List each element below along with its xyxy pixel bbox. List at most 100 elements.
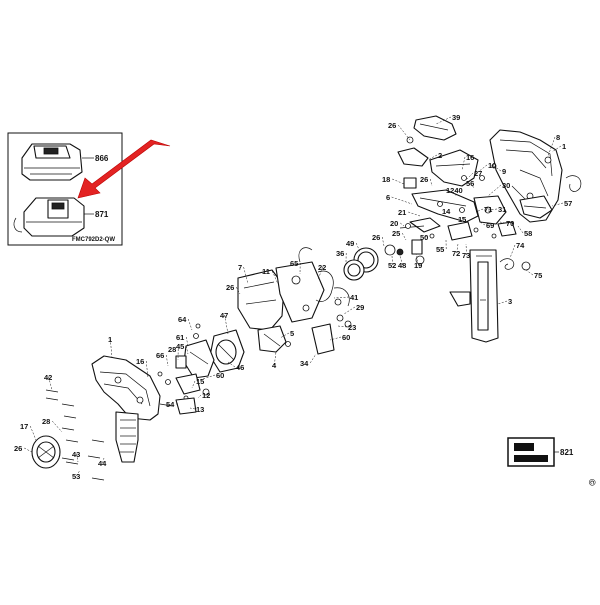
callout-leader [382, 237, 384, 246]
part-callout-44: 44 [98, 459, 107, 468]
part-callout-66: 66 [156, 351, 164, 360]
callout-leader [166, 355, 168, 366]
part-callout-15: 15 [458, 215, 466, 224]
callout-leader [430, 179, 432, 186]
callout-leader [310, 354, 316, 363]
part-callout-18: 18 [382, 175, 390, 184]
part-callout-7: 7 [238, 263, 242, 272]
part-callout-26: 26 [420, 175, 428, 184]
part-callout-74: 74 [516, 241, 525, 250]
part-callout-26: 26 [226, 283, 234, 292]
part-callout-55: 55 [436, 245, 444, 254]
part-callout-50: 50 [420, 233, 428, 242]
part-callout-57: 57 [564, 199, 572, 208]
callout-leader [198, 395, 201, 398]
part-callout-3: 3 [508, 297, 512, 306]
part-callout-61: 61 [176, 333, 184, 342]
part-callout-42: 42 [44, 373, 52, 382]
end-cap [32, 436, 60, 468]
part-callout-60: 60 [216, 371, 224, 380]
callout-leader [510, 245, 515, 258]
part-callout-29: 29 [356, 303, 364, 312]
charger-part-number: 871 [95, 210, 109, 219]
model-code: FMC792D2-QW [72, 237, 115, 243]
part-callout-64: 64 [178, 315, 187, 324]
copyright-mark: © [587, 479, 597, 486]
part-callout-47: 47 [220, 311, 228, 320]
callout-leader [402, 233, 406, 240]
part-callout-30: 30 [502, 181, 510, 190]
part-callout-5: 5 [290, 329, 294, 338]
part-callout-12: 12 [202, 391, 210, 400]
part-callout-39: 39 [452, 113, 460, 122]
part-callout-41: 41 [350, 293, 358, 302]
part-callout-8: 8 [556, 133, 560, 142]
part-callout-46: 46 [236, 363, 244, 372]
part-callout-73: 73 [462, 251, 470, 260]
callout-leader [334, 297, 349, 298]
part-callout-15: 15 [196, 377, 204, 386]
part-callout-28: 28 [168, 345, 176, 354]
part-callout-28: 28 [42, 417, 50, 426]
battery-part-number: 866 [95, 154, 109, 163]
callout-leader [518, 226, 523, 233]
part-callout-70: 70 [506, 219, 514, 228]
part-callout-22: 22 [318, 263, 326, 272]
callout-leader [186, 337, 188, 346]
part-callout-1: 1 [562, 142, 566, 151]
callout-leader [344, 307, 355, 314]
part-callout-10: 10 [488, 161, 496, 170]
part-callout-45: 45 [176, 342, 184, 351]
callout-leader [498, 301, 507, 304]
part-callout-58: 58 [524, 229, 532, 238]
part-callout-1240: 1240 [446, 186, 463, 195]
magazine-assembly [450, 250, 498, 342]
part-callout-71: 71 [484, 205, 492, 214]
part-callout-75: 75 [534, 271, 542, 280]
part-callout-60: 60 [342, 333, 350, 342]
callout-leader [24, 448, 32, 452]
corner-accessory-box: 821 [508, 438, 574, 466]
part-callout-1: 1 [108, 335, 112, 344]
part-callout-2: 2 [438, 151, 442, 160]
battery-pack-drawing [22, 144, 82, 180]
callout-leader [392, 179, 404, 184]
callout-leader [526, 270, 533, 275]
part-callout-53: 53 [72, 472, 80, 481]
part-callout-52: 52 [388, 261, 396, 270]
charger-inset: 866 871 FMC792D2-QW [8, 133, 122, 245]
part-callout-19: 19 [414, 261, 422, 270]
part-callout-13: 13 [196, 405, 204, 414]
part-callout-23: 23 [348, 323, 356, 332]
part-callout-16: 16 [466, 153, 474, 162]
part-callout-36: 36 [336, 249, 344, 258]
part-callout-26: 26 [372, 233, 380, 242]
part-callout-54: 54 [166, 400, 175, 409]
callout-leader [408, 212, 420, 216]
part-callout-16: 16 [136, 357, 144, 366]
corner-box-label: 821 [560, 448, 574, 457]
callout-leader [52, 421, 62, 432]
part-callout-14: 14 [442, 207, 451, 216]
part-callout-21: 21 [398, 208, 406, 217]
part-callout-65: 65 [290, 259, 298, 268]
part-callout-27: 27 [474, 169, 482, 178]
callout-leader [30, 426, 36, 440]
part-callout-48: 48 [398, 261, 406, 270]
part-callout-49: 49 [346, 239, 354, 248]
part-callout-43: 43 [72, 450, 80, 459]
part-callout-9: 9 [502, 167, 506, 176]
callout-leader [392, 197, 412, 204]
part-callout-26: 26 [388, 121, 396, 130]
callout-leader [188, 319, 192, 330]
part-callout-6: 6 [386, 193, 390, 202]
housing-left [92, 356, 160, 462]
part-callout-69: 69 [486, 221, 494, 230]
part-callout-72: 72 [452, 249, 460, 258]
callout-leader [400, 223, 404, 226]
part-callout-31: 31 [498, 205, 506, 214]
callout-leader [488, 185, 501, 196]
part-callout-34: 34 [300, 359, 309, 368]
